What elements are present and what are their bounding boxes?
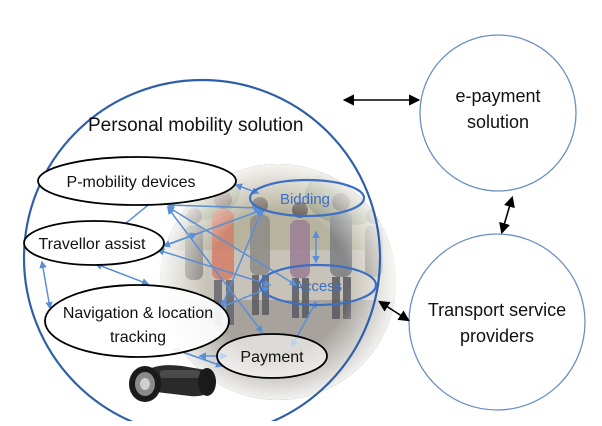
bidding-label: Bidding xyxy=(280,191,330,208)
travellor-assist-label: Travellor assist xyxy=(39,236,147,253)
hoverboard-icon xyxy=(129,365,216,402)
navigation-label-1: Navigation & location xyxy=(63,305,213,322)
arrow-main-transport xyxy=(378,300,410,322)
p-mobility-label: P-mobility devices xyxy=(67,174,196,191)
p-mobility-node xyxy=(37,156,237,206)
payment-node xyxy=(216,333,328,379)
main-circle-title: Personal mobility solution xyxy=(88,115,303,136)
epayment-circle xyxy=(419,34,577,192)
access-label: Access xyxy=(294,278,342,295)
transport-circle xyxy=(408,233,586,411)
travellor-assist-node xyxy=(23,220,165,266)
access-node xyxy=(258,263,378,307)
navigation-label-2: tracking xyxy=(110,329,166,346)
transport-label-1: Transport service xyxy=(428,300,566,320)
main-circle xyxy=(22,78,382,426)
epayment-label-2: solution xyxy=(467,112,529,132)
arrow-epayment-transport xyxy=(499,195,515,235)
transport-label-2: providers xyxy=(460,326,534,346)
payment-label: Payment xyxy=(240,349,304,366)
navigation-node xyxy=(44,284,230,358)
epayment-label-1: e-payment xyxy=(455,86,540,106)
bidding-node xyxy=(248,178,366,218)
